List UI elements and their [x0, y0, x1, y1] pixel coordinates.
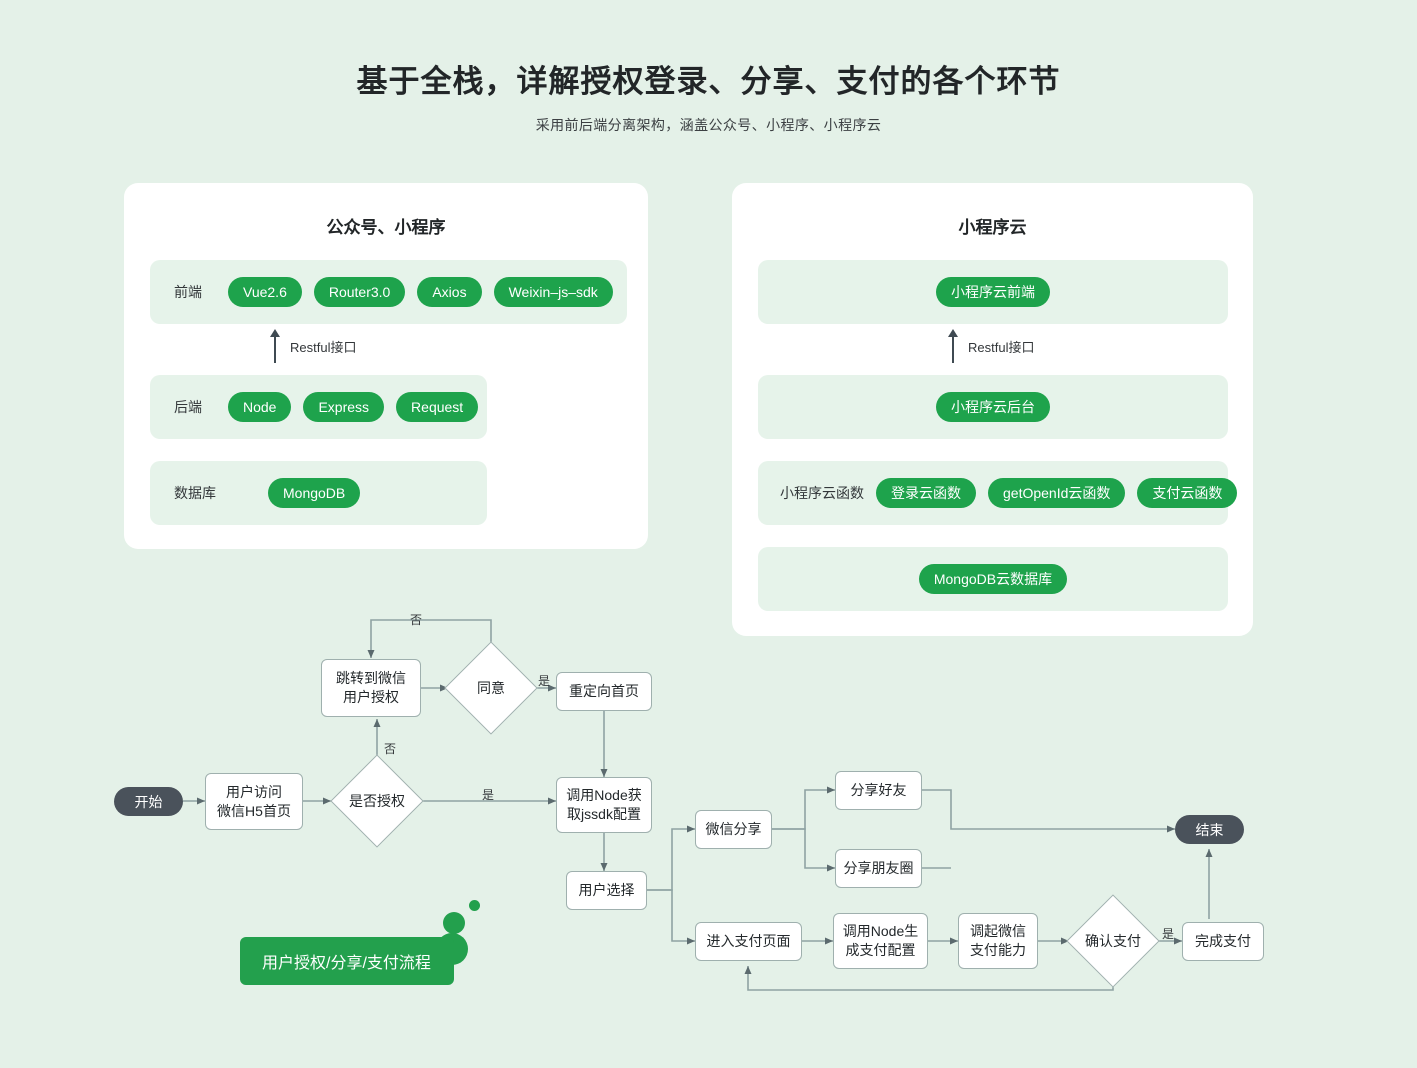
connector-restful-left: Restful接口: [269, 329, 356, 363]
up-arrow-icon: [269, 329, 281, 363]
cloud-pill-getopenid-function[interactable]: getOpenId云函数: [988, 478, 1126, 508]
flow-tag-group: 用户授权/分享/支付流程: [240, 895, 510, 990]
card-title-left: 公众号、小程序: [326, 218, 446, 237]
band-label-backend: 后端: [174, 399, 202, 415]
flow-node-is-authorized-label: 是否授权: [349, 793, 405, 809]
tech-pill-request[interactable]: Request: [396, 392, 479, 422]
flow-node-jump-wechat-auth[interactable]: 跳转到微信 用户授权: [321, 659, 421, 717]
connector-restful-right: Restful接口: [947, 329, 1034, 363]
edge-label-confirm-yes: 是: [1162, 927, 1175, 941]
tech-pill-weixin-js-sdk[interactable]: Weixin–js–sdk: [493, 277, 613, 307]
flow-node-agree-label: 同意: [477, 680, 505, 696]
flow-tag-label[interactable]: 用户授权/分享/支付流程: [240, 937, 454, 985]
page-subtitle: 采用前后端分离架构，涵盖公众号、小程序、小程序云: [535, 117, 882, 133]
band-backend: 后端 Node Express Request: [150, 375, 487, 439]
tech-pill-node[interactable]: Node: [228, 392, 292, 422]
flow-node-enter-pay-page[interactable]: 进入支付页面: [695, 922, 802, 961]
cloud-pill-frontend[interactable]: 小程序云前端: [936, 277, 1050, 307]
cloud-pill-mongodb[interactable]: MongoDB云数据库: [918, 564, 1068, 594]
flow-node-start[interactable]: 开始: [114, 787, 183, 816]
band-cloud-frontend: 小程序云前端: [758, 260, 1228, 324]
up-arrow-icon: [947, 329, 959, 363]
card-miniprogram-cloud: 小程序云 小程序云前端 Restful接口 小程序云后台 小程序云函数 登录云函…: [732, 183, 1253, 636]
flow-node-user-choice[interactable]: 用户选择: [566, 871, 647, 910]
cloud-pill-login-function[interactable]: 登录云函数: [876, 478, 976, 508]
flow-node-wechat-share[interactable]: 微信分享: [695, 810, 772, 849]
cloud-pill-backend[interactable]: 小程序云后台: [936, 392, 1050, 422]
decor-dot-small: [469, 900, 480, 911]
flow-node-redirect-home[interactable]: 重定向首页: [556, 672, 652, 711]
flow-node-end[interactable]: 结束: [1175, 815, 1244, 844]
flow-node-confirm-pay[interactable]: 确认支付: [1066, 894, 1160, 988]
tech-pill-mongodb[interactable]: MongoDB: [268, 478, 361, 508]
decor-dot-medium: [443, 912, 465, 934]
band-label-database: 数据库: [174, 485, 216, 501]
connector-label-right: Restful接口: [968, 339, 1035, 355]
band-cloud-database: MongoDB云数据库: [758, 547, 1228, 611]
connector-label-left: Restful接口: [290, 339, 357, 355]
tech-pill-vue[interactable]: Vue2.6: [228, 277, 302, 307]
page-title: 基于全栈，详解授权登录、分享、支付的各个环节: [356, 64, 1061, 99]
band-database: 数据库 MongoDB: [150, 461, 487, 525]
flow-node-call-node-jssdk[interactable]: 调用Node获 取jssdk配置: [556, 777, 652, 833]
band-frontend: 前端 Vue2.6 Router3.0 Axios Weixin–js–sdk: [150, 260, 627, 324]
band-cloud-functions: 小程序云函数 登录云函数 getOpenId云函数 支付云函数: [758, 461, 1238, 525]
band-label-cloud-functions: 小程序云函数: [780, 485, 864, 501]
tech-pill-express[interactable]: Express: [303, 392, 385, 422]
edge-label-auth-no: 否: [384, 742, 397, 756]
flow-node-agree[interactable]: 同意: [444, 641, 538, 735]
flow-node-visit-h5[interactable]: 用户访问 微信H5首页: [205, 773, 303, 830]
flow-node-share-friend[interactable]: 分享好友: [835, 771, 922, 810]
card-title-right: 小程序云: [958, 218, 1027, 237]
flow-node-call-node-pay-config[interactable]: 调用Node生 成支付配置: [833, 913, 928, 969]
flow-node-invoke-wechat-pay[interactable]: 调起微信 支付能力: [958, 913, 1038, 969]
flow-node-share-moments[interactable]: 分享朋友圈: [835, 849, 922, 888]
band-cloud-backend: 小程序云后台: [758, 375, 1228, 439]
flow-node-confirm-pay-label: 确认支付: [1085, 933, 1141, 949]
tech-pill-router[interactable]: Router3.0: [313, 277, 406, 307]
card-official-account: 公众号、小程序 前端 Vue2.6 Router3.0 Axios Weixin…: [124, 183, 648, 549]
tech-pill-axios[interactable]: Axios: [417, 277, 482, 307]
edge-label-agree-no: 否: [410, 613, 423, 627]
edge-label-agree-yes: 是: [538, 674, 551, 688]
edge-label-auth-yes: 是: [482, 788, 495, 802]
flow-node-complete-pay[interactable]: 完成支付: [1182, 922, 1264, 961]
flow-node-is-authorized[interactable]: 是否授权: [330, 754, 424, 848]
band-label-frontend: 前端: [174, 284, 202, 300]
cloud-pill-pay-function[interactable]: 支付云函数: [1137, 478, 1238, 508]
